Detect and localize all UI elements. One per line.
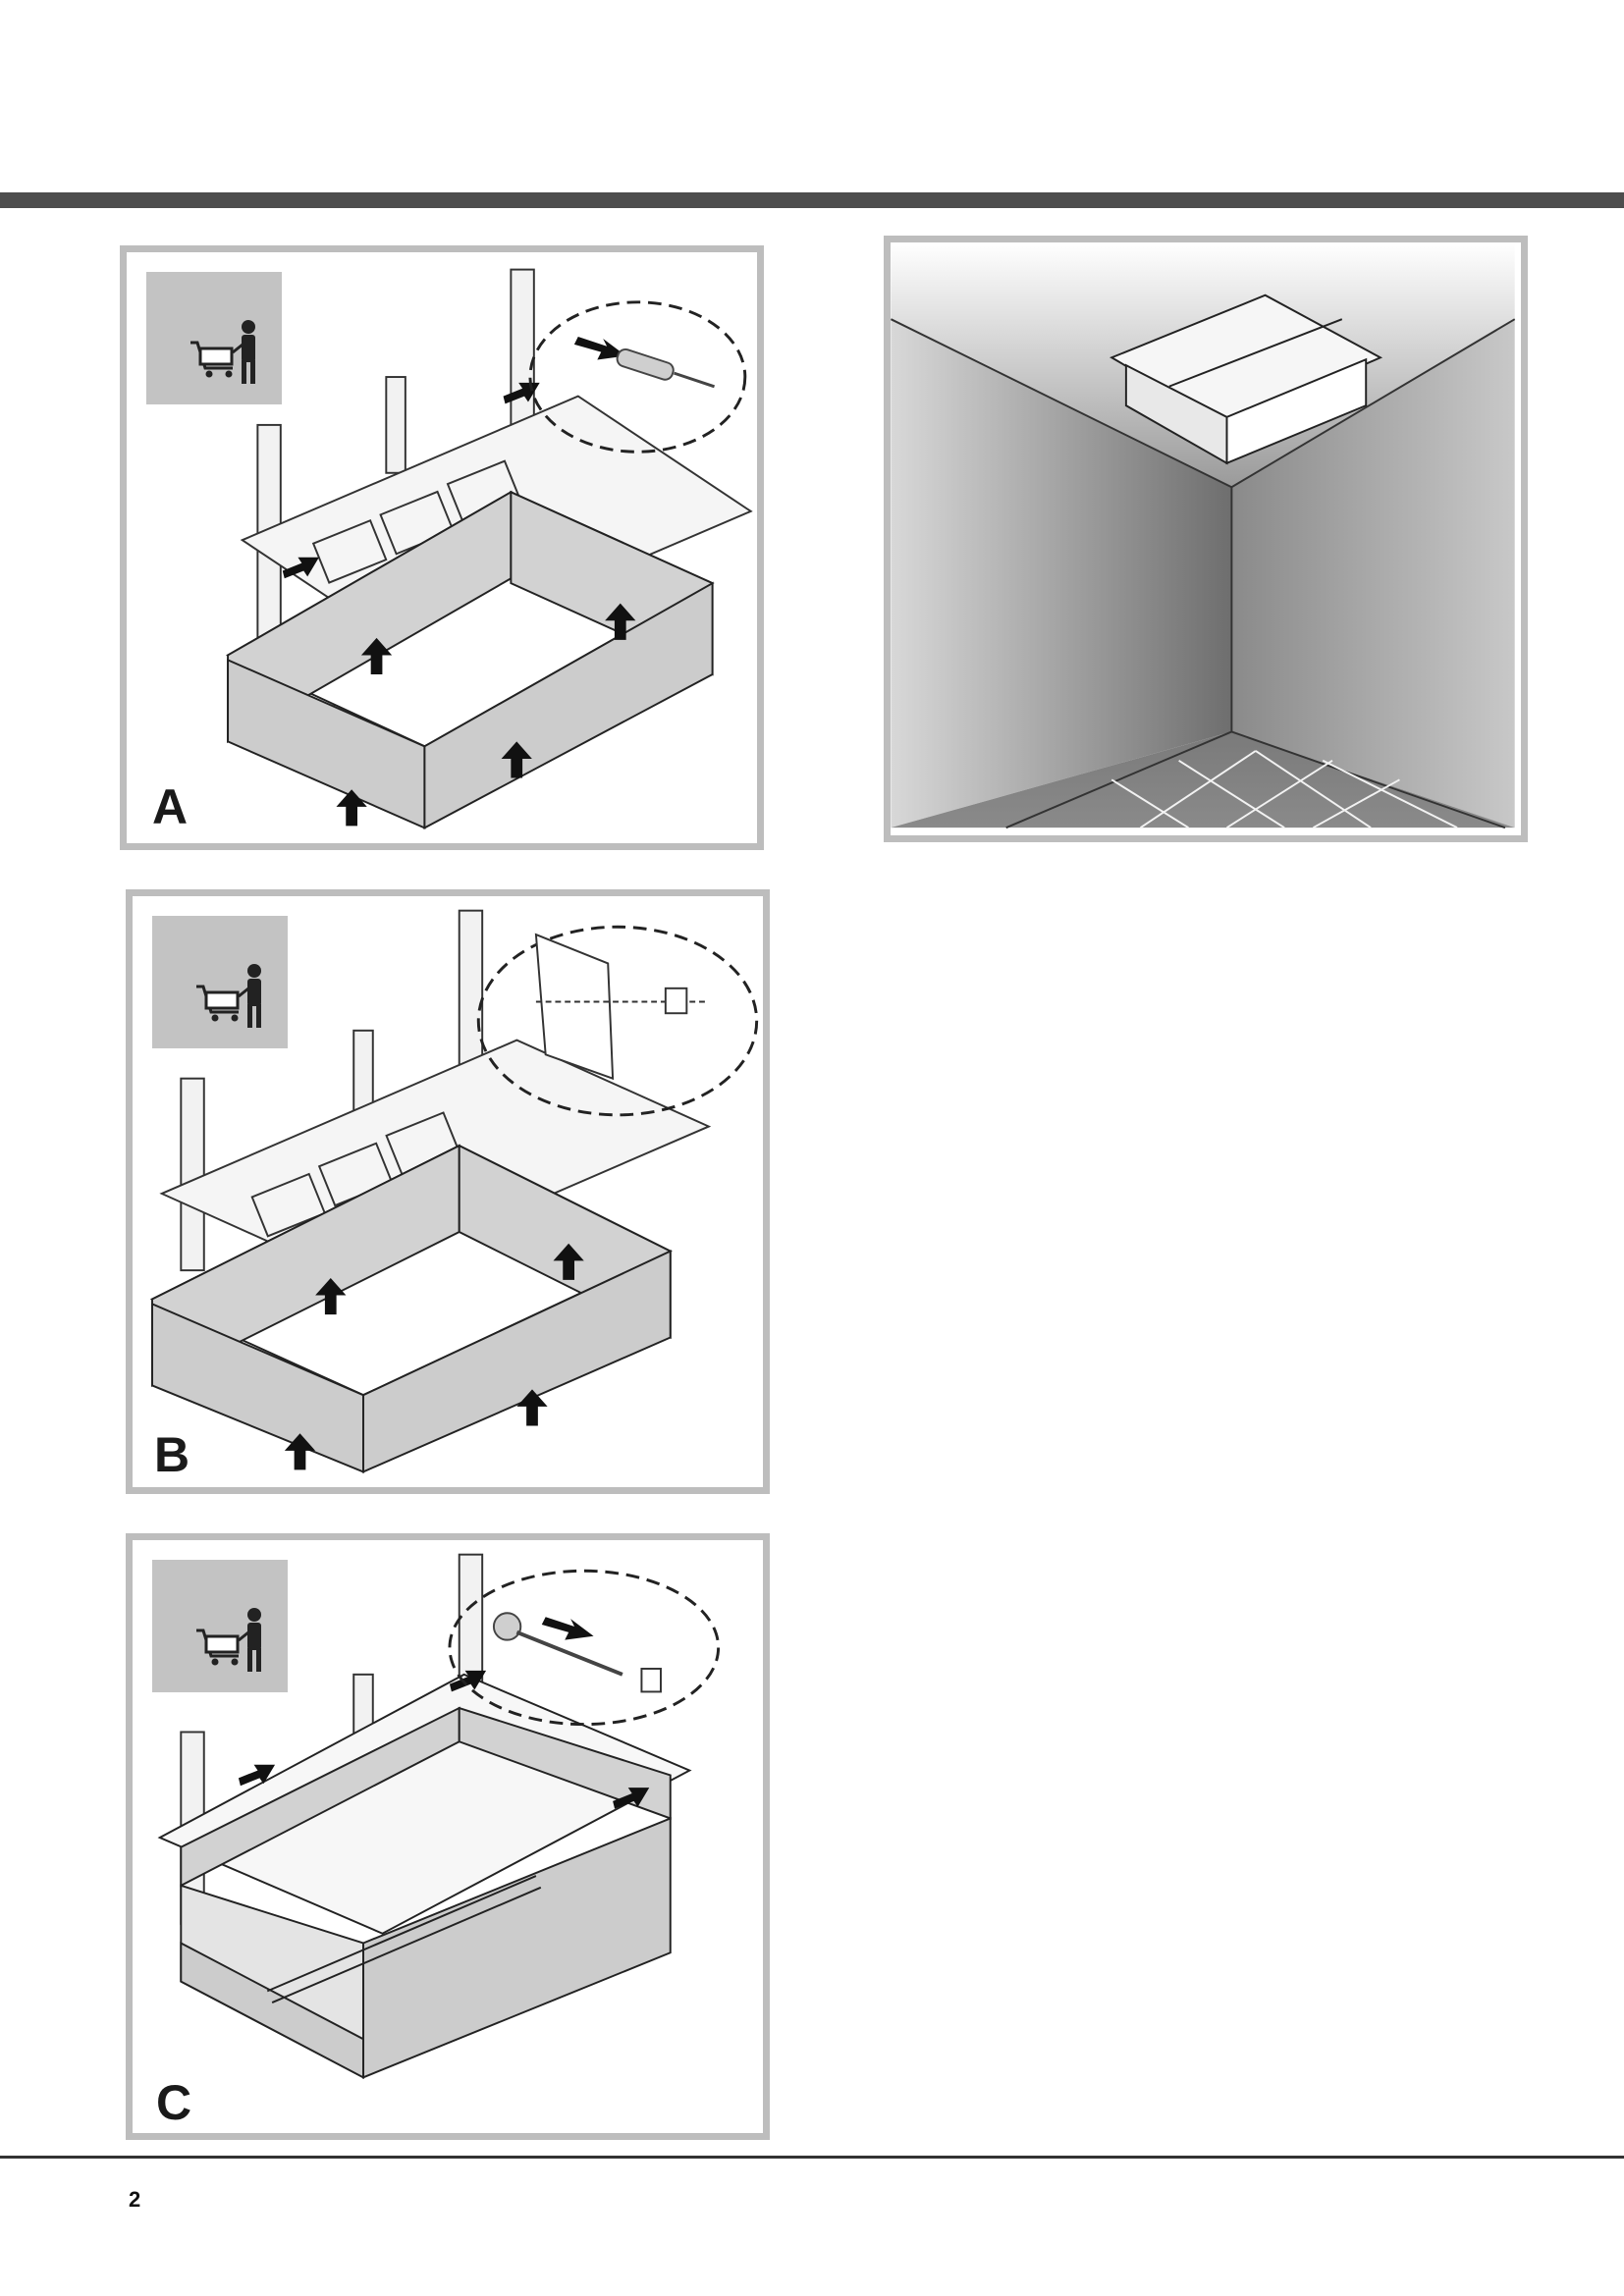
page-number: 2	[129, 2187, 141, 2212]
header-rule	[0, 192, 1624, 208]
figure-panel-room	[884, 236, 1528, 842]
figure-panel-c: C	[126, 1533, 770, 2140]
shopping-cart-person-icon	[196, 1608, 261, 1672]
assembly-illustration-a	[225, 268, 753, 829]
figure-panel-a: A	[120, 245, 764, 850]
consumer-badge-c	[152, 1560, 288, 1692]
assembly-illustration-b	[149, 909, 759, 1473]
assembly-illustration-c	[157, 1553, 721, 2079]
figure-panel-b: B	[126, 889, 770, 1494]
panel-label-b: B	[154, 1427, 190, 1482]
consumer-badge-b	[152, 916, 288, 1048]
panel-label-a: A	[152, 779, 189, 834]
footer-rule	[0, 2156, 1624, 2159]
shopping-cart-person-icon	[190, 320, 255, 384]
shopping-cart-person-icon	[196, 964, 261, 1028]
ceiling-hood-in-room-illustration	[891, 242, 1516, 829]
panel-label-c: C	[156, 2075, 192, 2130]
consumer-badge-a	[146, 272, 282, 404]
